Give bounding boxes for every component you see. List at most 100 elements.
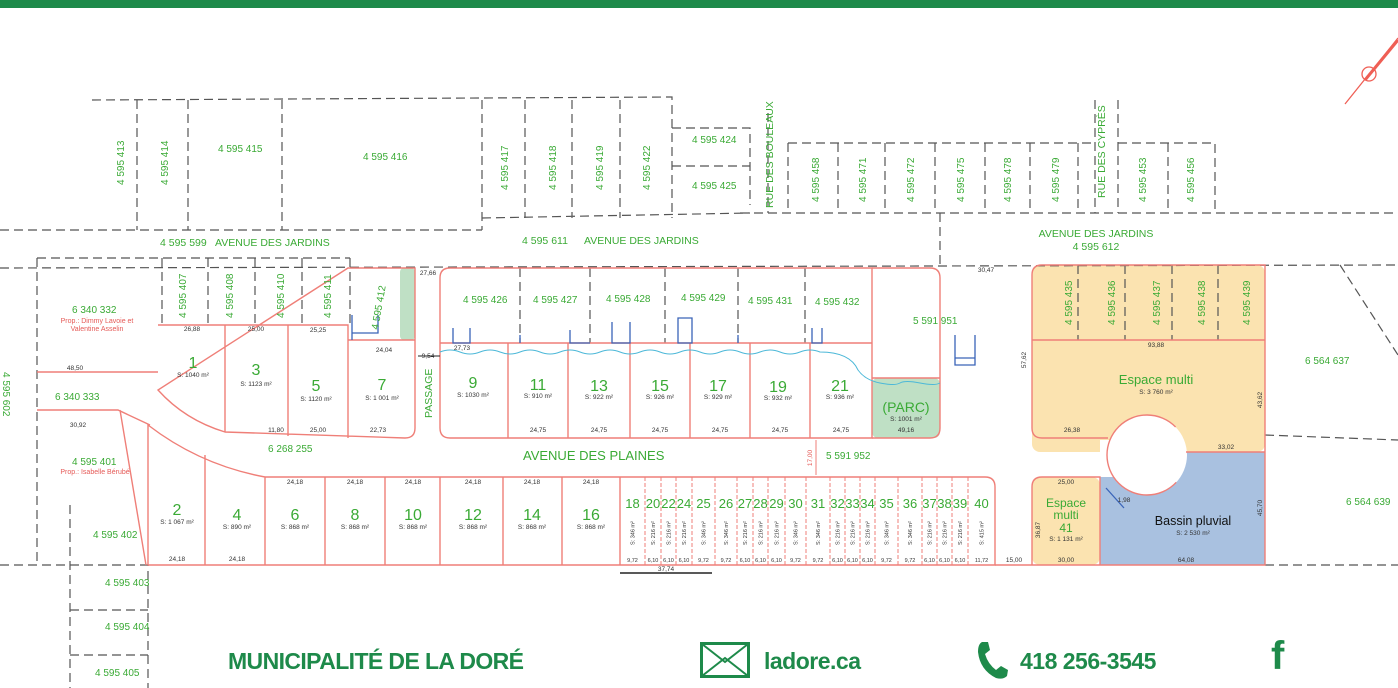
south-row-lots: 2S: 1 067 m² 4S: 890 m² 6S: 868 m² 8S: 8…	[160, 502, 606, 531]
dimension: 17,00	[807, 449, 814, 466]
lot-5: 5S: 1120 m²	[300, 378, 332, 403]
street-name: RUE DES CYPRÈS	[1095, 105, 1108, 198]
lot-number: 36	[903, 496, 917, 511]
lot-label: 4 595 437	[1152, 280, 1163, 325]
lot-area: S: 216 m²	[651, 521, 657, 545]
lot-width: 6,10	[924, 558, 935, 564]
lot-number: 32	[830, 496, 844, 511]
lot-30: 30S: 346 m²9,72	[788, 496, 802, 564]
lot-area: S: 216 m²	[958, 521, 964, 545]
lot-label: 4 595 426	[463, 295, 508, 306]
lot-19: 19S: 932 m²	[764, 379, 793, 402]
lot-area: S: 346 m²	[794, 521, 800, 545]
lot-label: 4 595 478	[1003, 157, 1014, 202]
lot-number: 26	[719, 496, 733, 511]
lot-number: 25	[696, 496, 710, 511]
street-name: AVENUE DES JARDINS	[1039, 228, 1154, 240]
dimension: 24,75	[530, 427, 547, 434]
lot-width: 6,10	[955, 558, 966, 564]
lot-label: 4 595 424	[692, 135, 737, 146]
dimension: 25,00	[248, 326, 265, 333]
lot-area: S: 1 067 m²	[160, 519, 194, 526]
lot-label: 4 595 412	[370, 284, 389, 330]
dimension: 26,88	[184, 326, 201, 333]
lot-number: 31	[811, 496, 825, 511]
lot-label: 4 595 602	[0, 372, 11, 417]
dimension: 24,18	[287, 479, 304, 486]
lot-number: 3	[252, 362, 261, 379]
dimension: 48,50	[67, 365, 84, 372]
lot-number: 22	[661, 496, 675, 511]
dimension: 24,04	[376, 347, 393, 354]
lot-36: 36S: 346 m²9,72	[903, 496, 917, 564]
passage-label: PASSAGE	[423, 369, 435, 418]
lot-label: 4 595 475	[956, 157, 967, 202]
lot-label: 4 595 429	[681, 293, 726, 304]
dimension: 24,75	[772, 427, 789, 434]
lot-area: S: 910 m²	[524, 393, 553, 400]
lot-14: 14S: 868 m²	[518, 507, 547, 531]
lot-label: 6 564 637	[1305, 356, 1350, 367]
lot-label: 6 340 333	[55, 392, 100, 403]
dimension: 24,18	[405, 479, 422, 486]
new-lot-lines	[37, 264, 1266, 574]
street-id: 4 595 599	[160, 237, 207, 249]
lot-39: 39S: 216 m²6,10	[953, 496, 967, 564]
lot-label: 4 595 404	[105, 622, 150, 633]
lot-label: 4 595 456	[1186, 157, 1197, 202]
lot-label: 4 595 419	[595, 145, 606, 190]
lot-label: 5 591 951	[913, 316, 958, 327]
lot-27: 27S: 216 m²6,10	[738, 496, 752, 564]
lot-number: 13	[590, 378, 608, 395]
lot-label: 4 595 413	[116, 140, 127, 185]
lot-22: 22S: 216 m²6,10	[661, 496, 675, 564]
lot-label: 4 595 438	[1197, 280, 1208, 325]
street-id: 4 595 612	[1073, 241, 1120, 253]
lot-area: S: 346 m²	[702, 521, 708, 545]
lot-label: 4 595 435	[1064, 280, 1075, 325]
lot-label: 4 595 408	[225, 273, 236, 318]
dimension: 33,02	[1218, 444, 1235, 451]
dimension-labels: 26,88 25,00 25,25 48,50 30,92 24,04 22,7…	[67, 267, 1264, 573]
multi41-label: Espace	[1046, 496, 1086, 510]
lot-33: 33S: 216 m²6,10	[845, 496, 859, 564]
lot-area: S: 346 m²	[724, 521, 730, 545]
facebook-icon[interactable]: f	[1271, 634, 1285, 678]
lot-number: 24	[677, 496, 691, 511]
dimension: 24,75	[712, 427, 729, 434]
lot-area: S: 868 m²	[341, 524, 370, 531]
lot-label: 4 595 422	[642, 145, 653, 190]
multi-space-fill	[1032, 265, 1265, 452]
lot-number: 28	[753, 496, 767, 511]
lot-13: 13S: 922 m²	[585, 378, 614, 401]
lot-area: S: 346 m²	[631, 521, 637, 545]
street-name: RUE DES BOULEAUX	[764, 101, 776, 208]
lot-area: S: 1040 m²	[177, 372, 210, 379]
lot-15: 15S: 926 m²	[646, 378, 675, 401]
lot-25: 25S: 346 m²9,72	[696, 496, 710, 564]
dimension: 24,18	[524, 479, 541, 486]
lot-label: 4 595 402	[93, 530, 138, 541]
existing-structures	[351, 315, 1125, 509]
lot-number: 1	[189, 355, 198, 372]
lot-number: 15	[651, 378, 669, 395]
lot-width: 9,72	[813, 558, 824, 564]
dimension: 24,18	[347, 479, 364, 486]
lot-area: S: 216 m²	[866, 521, 872, 545]
dimension: 24,18	[169, 556, 186, 563]
lot-21: 21S: 936 m²	[826, 378, 855, 401]
multi41-number: 41	[1059, 521, 1073, 535]
lot-number: 34	[860, 496, 874, 511]
lot-label: 4 595 418	[548, 145, 559, 190]
dimension: 22,73	[370, 427, 387, 434]
dimension: 24,75	[591, 427, 608, 434]
lot-area: S: 216 m²	[851, 521, 857, 545]
dimension: 11,80	[268, 427, 284, 434]
lot-area: S: 216 m²	[943, 521, 949, 545]
website-link[interactable]: ladore.ca	[764, 648, 861, 674]
lot-width: 11,72	[975, 558, 988, 564]
phone-number[interactable]: 418 256-3545	[1020, 648, 1156, 674]
lot-32: 32S: 216 m²6,10	[830, 496, 844, 564]
street-name: AVENUE DES JARDINS	[215, 237, 330, 249]
lot-10: 10S: 868 m²	[399, 507, 428, 531]
